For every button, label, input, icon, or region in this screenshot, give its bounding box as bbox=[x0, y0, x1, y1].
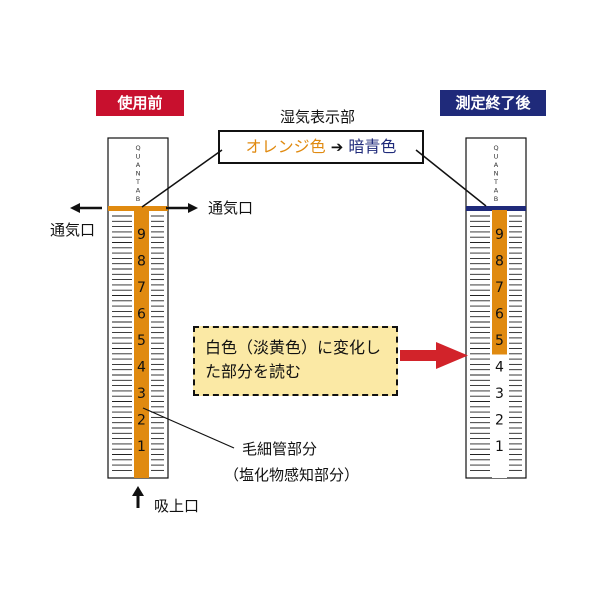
intake-label: 吸上口 bbox=[154, 497, 200, 515]
reading-note-line1: 白色（淡黄色）に変化し bbox=[205, 338, 382, 357]
strip-brand-letter: T bbox=[493, 178, 498, 186]
strip-brand-letter: A bbox=[136, 187, 141, 195]
scale-number: 4 bbox=[495, 360, 504, 376]
scale-number: 3 bbox=[137, 386, 146, 402]
scale-number: 6 bbox=[495, 307, 504, 323]
arrow-right-icon: ➔ bbox=[330, 138, 344, 156]
indicator-to: 暗青色 bbox=[348, 137, 397, 156]
scale-number: 4 bbox=[137, 360, 146, 376]
connector-left bbox=[141, 149, 223, 208]
indicator-box: オレンジ色 ➔ 暗青色 bbox=[218, 130, 424, 164]
badge-before: 使用前 bbox=[96, 90, 184, 116]
capillary-column bbox=[134, 210, 149, 478]
indicator-title: 湿気表示部 bbox=[280, 108, 356, 126]
capillary-column-white bbox=[492, 354, 507, 478]
indicator-band bbox=[108, 206, 168, 211]
indicator-band bbox=[466, 206, 526, 211]
scale-number: 1 bbox=[495, 439, 504, 455]
strip-brand-letter: Q bbox=[493, 144, 498, 152]
scale-number: 9 bbox=[137, 227, 146, 243]
scale-number: 7 bbox=[495, 280, 504, 296]
scale-number: 1 bbox=[137, 439, 146, 455]
scale-number: 7 bbox=[137, 280, 146, 296]
strip-brand-letter: U bbox=[136, 153, 141, 161]
strip-brand-letter: T bbox=[135, 178, 140, 186]
scale-number: 2 bbox=[137, 413, 146, 429]
vent-label-right: 通気口 bbox=[208, 199, 254, 217]
vent-label-left: 通気口 bbox=[50, 221, 96, 239]
strip-brand-letter: N bbox=[136, 170, 141, 178]
scale-number: 6 bbox=[137, 307, 146, 323]
scale-number: 5 bbox=[495, 333, 504, 349]
scale-number: 8 bbox=[137, 254, 146, 270]
capillary-label-sub: （塩化物感知部分） bbox=[224, 466, 360, 484]
scale-number: 8 bbox=[495, 254, 504, 270]
scale-number: 3 bbox=[495, 386, 504, 402]
capillary-label: 毛細管部分 bbox=[242, 440, 318, 458]
reading-note-line2: た部分を読む bbox=[205, 362, 302, 381]
capillary-pointer bbox=[142, 407, 235, 449]
scale-number: 9 bbox=[495, 227, 504, 243]
strip-brand-letter: N bbox=[494, 170, 499, 178]
strip-brand-letter: A bbox=[136, 161, 141, 169]
capillary-column bbox=[492, 210, 507, 355]
strip-brand-letter: Q bbox=[135, 144, 140, 152]
scale-number: 2 bbox=[495, 413, 504, 429]
strip-brand-letter: B bbox=[494, 195, 498, 203]
strip-brand-letter: B bbox=[136, 195, 140, 203]
strip-brand-letter: A bbox=[494, 161, 499, 169]
indicator-from: オレンジ色 bbox=[245, 137, 326, 156]
strip-brand-letter: A bbox=[494, 187, 499, 195]
reading-arrow bbox=[400, 342, 468, 369]
vent-arrow-right bbox=[166, 203, 198, 213]
scale-number: 5 bbox=[137, 333, 146, 349]
connector-right bbox=[415, 149, 487, 207]
vent-arrow-left bbox=[70, 203, 102, 213]
strip-brand-letter: U bbox=[494, 153, 499, 161]
reading-note: 白色（淡黄色）に変化し た部分を読む bbox=[193, 326, 398, 396]
badge-after: 測定終了後 bbox=[440, 90, 546, 116]
intake-arrow bbox=[132, 486, 144, 508]
